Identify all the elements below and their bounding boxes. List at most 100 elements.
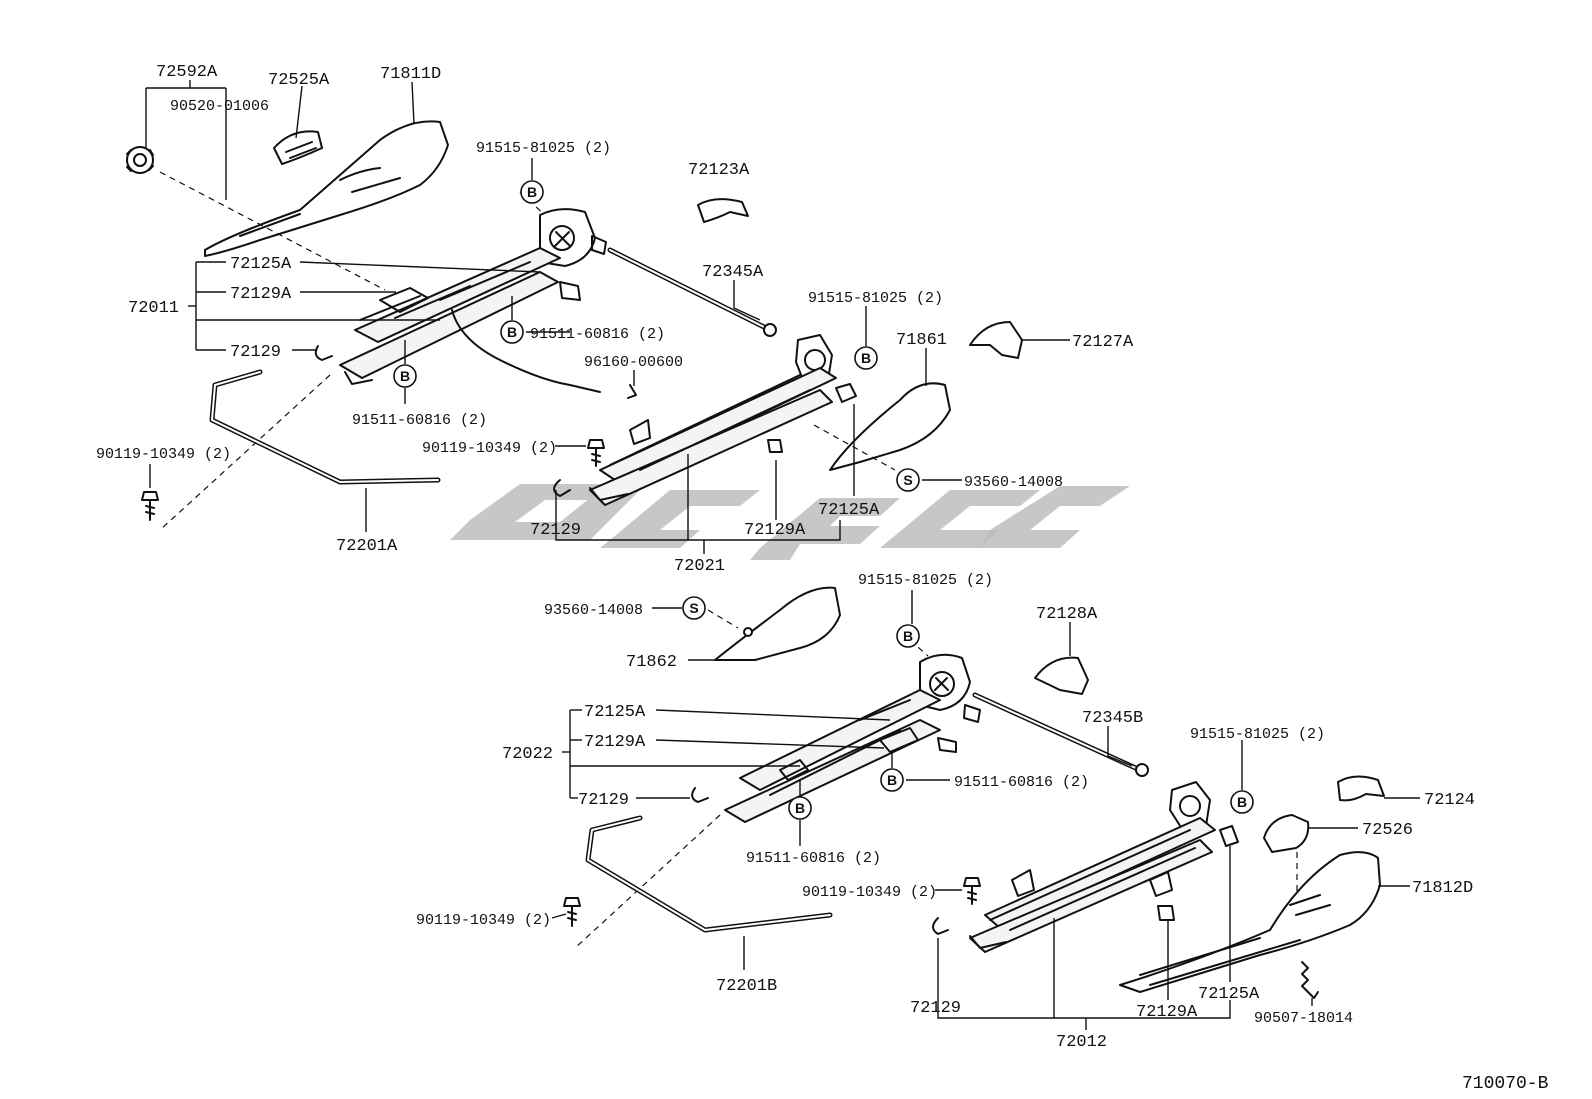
- label-72129-c: 72129: [578, 791, 629, 810]
- bolt-marker-91511-a: B: [500, 320, 524, 344]
- label-72592a: 72592A: [156, 63, 218, 82]
- label-72128a: 72128A: [1036, 605, 1098, 624]
- label-72022: 72022: [502, 745, 553, 764]
- svg-text:B: B: [795, 800, 805, 816]
- bolt-marker-91511-c: B: [880, 768, 904, 792]
- label-72125a-d: 72125A: [1198, 985, 1260, 1004]
- label-71862: 71862: [626, 653, 677, 672]
- label-72124: 72124: [1424, 791, 1475, 810]
- label-91511-60816-a: 91511-60816 (2): [530, 326, 665, 343]
- drawing-reference: 710070-B: [1462, 1074, 1549, 1094]
- cover-72123a: [697, 198, 749, 223]
- label-72125a-b: 72125A: [818, 501, 880, 520]
- recliner-mechanism-upper: [539, 208, 596, 267]
- label-71812d: 71812D: [1412, 879, 1473, 898]
- spring-90507: [1301, 961, 1319, 999]
- label-71811d: 71811D: [380, 65, 441, 84]
- label-90119-10349-a: 90119-10349 (2): [96, 446, 231, 463]
- svg-text:B: B: [887, 772, 897, 788]
- cover-72127a: [969, 321, 1023, 359]
- clip-72129-upper: [314, 345, 333, 361]
- bolt-90119-b: [587, 439, 605, 467]
- svg-text:B: B: [527, 184, 537, 200]
- label-72129a-a: 72129A: [230, 285, 292, 304]
- label-91511-60816-d: 91511-60816 (2): [746, 850, 881, 867]
- shield-71861: [829, 382, 951, 471]
- watermark-logo: [450, 484, 1130, 560]
- label-93560-14008-a: 93560-14008: [964, 474, 1063, 491]
- svg-text:B: B: [400, 368, 410, 384]
- seat-rail-72012: [969, 817, 1216, 953]
- bolt-marker-91515-a: B: [520, 180, 544, 204]
- label-91515-81025-c: 91515-81025 (2): [858, 572, 993, 589]
- label-72127a: 72127A: [1072, 333, 1134, 352]
- label-72123a: 72123A: [688, 161, 750, 180]
- bolt-marker-91515-b: B: [854, 346, 878, 370]
- label-71861: 71861: [896, 331, 947, 350]
- knob-72592a: [126, 146, 154, 174]
- knob-72526: [1263, 814, 1310, 853]
- bolt-90119-d: [563, 897, 581, 927]
- label-90520-01006: 90520-01006: [170, 98, 269, 115]
- seat-rail-72021: [589, 367, 837, 506]
- label-72012: 72012: [1056, 1033, 1107, 1052]
- label-91511-60816-c: 91511-60816 (2): [954, 774, 1089, 791]
- shield-71811d: [204, 120, 449, 257]
- label-72129-d: 72129: [910, 999, 961, 1018]
- svg-text:B: B: [1237, 794, 1247, 810]
- screw-marker-93560-b: S: [682, 596, 706, 620]
- label-93560-14008-b: 93560-14008: [544, 602, 643, 619]
- label-72129a-c: 72129A: [584, 733, 646, 752]
- label-72525a: 72525A: [268, 71, 330, 90]
- bolt-marker-91515-d: B: [1230, 790, 1254, 814]
- shield-71862: [714, 586, 841, 661]
- cover-72124: [1337, 775, 1385, 802]
- part-labels: 72592A 72525A 71811D 90520-01006 91515-8…: [96, 63, 1475, 1052]
- svg-text:B: B: [861, 350, 871, 366]
- svg-text:B: B: [507, 324, 517, 340]
- label-91511-60816-b: 91511-60816 (2): [352, 412, 487, 429]
- label-72201b: 72201B: [716, 977, 777, 996]
- seat-rail-72011: [339, 247, 561, 385]
- label-72021: 72021: [674, 557, 725, 576]
- label-72526: 72526: [1362, 821, 1413, 840]
- bolt-marker-91515-c: B: [896, 624, 920, 648]
- label-72125a-c: 72125A: [584, 703, 646, 722]
- bolt-90119-a: [141, 491, 159, 521]
- clip-72129-right: [932, 917, 949, 935]
- label-90507-18014: 90507-18014: [1254, 1010, 1353, 1027]
- screw-marker-93560-a: S: [896, 468, 920, 492]
- label-72129a-b: 72129A: [744, 521, 806, 540]
- label-72011: 72011: [128, 299, 179, 318]
- label-72125a-a: 72125A: [230, 255, 292, 274]
- wire-96160: [451, 309, 601, 393]
- bar-72201b: [585, 815, 833, 933]
- label-91515-81025-d: 91515-81025 (2): [1190, 726, 1325, 743]
- label-90119-10349-c: 90119-10349 (2): [802, 884, 937, 901]
- svg-text:S: S: [903, 472, 912, 488]
- label-72129-a: 72129: [230, 343, 281, 362]
- label-91515-81025-b: 91515-81025 (2): [808, 290, 943, 307]
- label-72129a-d: 72129A: [1136, 1003, 1198, 1022]
- label-72129-b: 72129: [530, 521, 581, 540]
- svg-text:S: S: [689, 600, 698, 616]
- svg-text:B: B: [903, 628, 913, 644]
- label-90119-10349-d: 90119-10349 (2): [416, 912, 551, 929]
- label-90119-10349-b: 90119-10349 (2): [422, 440, 557, 457]
- label-72345b: 72345B: [1082, 709, 1143, 728]
- bolt-marker-91511-d: B: [788, 796, 812, 820]
- clip-72129a-lower: [1157, 905, 1175, 921]
- label-72345a: 72345A: [702, 263, 764, 282]
- label-96160-00600: 96160-00600: [584, 354, 683, 371]
- label-91515-81025-a: 91515-81025 (2): [476, 140, 611, 157]
- clip-72129-mid: [553, 479, 571, 497]
- cover-72128a: [1034, 656, 1089, 695]
- label-72201a: 72201A: [336, 537, 398, 556]
- bolt-marker-91511-b: B: [393, 364, 417, 388]
- bolt-90119-c: [963, 877, 981, 905]
- clip-72129a-mid: [767, 439, 783, 453]
- clip-72129-lower: [691, 787, 709, 803]
- leader-lines: [145, 80, 1420, 1030]
- seat-rail-72022: [724, 689, 941, 823]
